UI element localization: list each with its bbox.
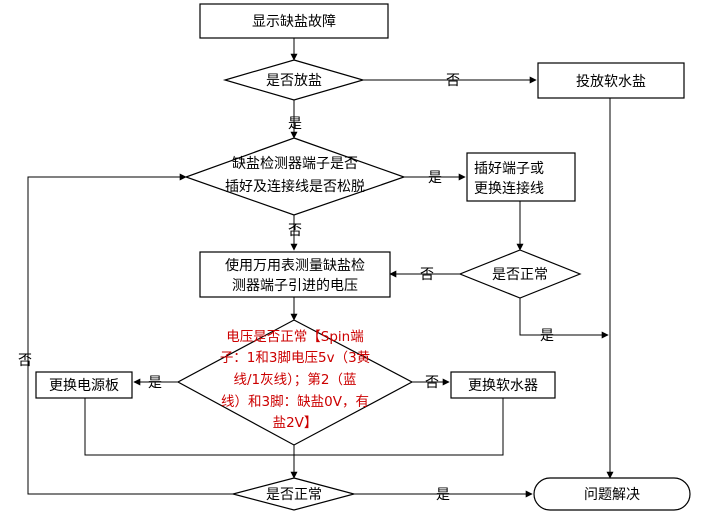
edge-labels: 否 是 是 否 否 是 是 否 是 否	[18, 73, 554, 503]
node-fix-terminal: 插好端子或 更换连接线	[466, 152, 576, 202]
replace-power-board-text: 更换电源板	[49, 377, 119, 394]
label-terminal-no: 否	[288, 223, 302, 239]
voltage-decision-line-2: 子：1和3脚电压5v（3黄	[220, 350, 370, 366]
normal-decision-1-text: 是否正常	[492, 267, 548, 283]
edge-softener-to-merge	[294, 398, 504, 456]
label-normal2-no: 否	[18, 353, 32, 369]
show-fault-text: 显示缺盐故障	[252, 14, 336, 30]
replace-softener-text: 更换软水器	[468, 377, 538, 394]
label-normal2-yes: 是	[436, 487, 450, 503]
voltage-decision-line-1: 电压是否正常【Spin端	[226, 329, 363, 345]
label-salt-yes: 是	[288, 116, 302, 132]
voltage-decision-line-5: 盐2V】	[273, 415, 318, 431]
node-measure-voltage: 使用万用表测量缺盐检 测器端子引进的电压	[199, 251, 391, 298]
node-problem-solved: 问题解决	[533, 477, 691, 511]
salt-added-decision-text: 是否放盐	[266, 73, 322, 89]
node-normal-decision-2: 是否正常	[230, 477, 357, 511]
label-normal1-no: 否	[420, 267, 434, 283]
measure-voltage-line-1: 使用万用表测量缺盐检	[225, 257, 365, 274]
terminal-decision-line-1: 缺盐检测器端子是否	[232, 156, 358, 172]
voltage-decision-line-3: 线/1灰线）；第2（蓝	[234, 371, 357, 388]
label-voltage-yes: 是	[148, 375, 162, 391]
add-salt-text: 投放软水盐	[576, 74, 646, 90]
edges	[27, 38, 614, 498]
fix-terminal-line-1: 插好端子或	[474, 161, 544, 177]
node-salt-added-decision: 是否放盐	[222, 59, 366, 101]
node-replace-softener: 更换软水器	[450, 371, 556, 399]
measure-voltage-line-2: 测器端子引进的电压	[232, 278, 358, 294]
node-normal-decision-1: 是否正常	[458, 249, 582, 299]
node-add-salt: 投放软水盐	[537, 62, 685, 99]
edge-normal-q2-no-loop	[27, 173, 233, 495]
problem-solved-text: 问题解决	[584, 487, 640, 503]
label-salt-no: 否	[446, 73, 460, 89]
node-terminal-decision: 缺盐检测器端子是否 插好及连接线是否松脱	[184, 137, 406, 216]
label-normal1-yes: 是	[540, 328, 554, 344]
label-terminal-yes: 是	[428, 170, 442, 186]
node-replace-power-board: 更换电源板	[35, 371, 133, 399]
edge-power-board-to-merge	[84, 398, 294, 456]
label-voltage-no: 否	[425, 375, 439, 391]
voltage-decision-line-4: 线）和3脚：缺盐0V，有	[221, 394, 369, 410]
fix-terminal-line-2: 更换连接线	[474, 180, 544, 197]
node-show-fault: 显示缺盐故障	[199, 3, 389, 39]
node-voltage-decision: 电压是否正常【Spin端 子：1和3脚电压5v（3黄 线/1灰线）；第2（蓝 线…	[176, 319, 414, 446]
normal-decision-2-text: 是否正常	[266, 487, 322, 503]
edge-normal-q1-yes-to-main	[519, 298, 609, 339]
terminal-decision-line-2: 插好及连接线是否松脱	[225, 178, 365, 195]
